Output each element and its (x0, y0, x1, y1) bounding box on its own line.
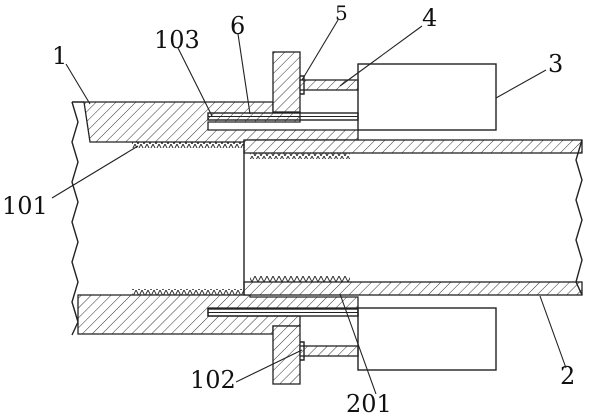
inner-thread-upper (250, 153, 350, 159)
leader-1 (65, 63, 91, 105)
label-102: 102 (190, 366, 236, 394)
leader-3 (495, 69, 547, 99)
sleeve-lower (357, 307, 497, 371)
flange-lower (272, 325, 301, 385)
leader-201 (339, 293, 377, 395)
leader-102 (235, 349, 303, 383)
label-101: 101 (2, 192, 48, 220)
label-1: 1 (52, 42, 67, 70)
leader-6 (237, 33, 251, 115)
stud-lower (299, 341, 359, 361)
label-201: 201 (346, 390, 392, 418)
label-103: 103 (154, 26, 200, 54)
flange-upper (272, 51, 301, 113)
label-3: 3 (548, 50, 563, 78)
leader-101 (51, 145, 139, 199)
sleeve-upper (357, 63, 497, 131)
label-4: 4 (422, 4, 437, 32)
leader-2 (539, 295, 567, 369)
outer-thread-upper (132, 142, 250, 148)
seal-rod-lower (207, 308, 359, 317)
outer-thread-lower (132, 289, 250, 295)
leader-4 (339, 25, 423, 87)
leader-103 (177, 47, 213, 117)
inner-thread-lower (250, 276, 350, 282)
label-5: 5 (335, 1, 348, 25)
inner-pipe (243, 139, 583, 296)
leader-5 (301, 19, 339, 81)
label-2: 2 (560, 362, 575, 390)
label-6: 6 (230, 12, 245, 40)
outer-pipe-lower-wall (77, 294, 359, 335)
